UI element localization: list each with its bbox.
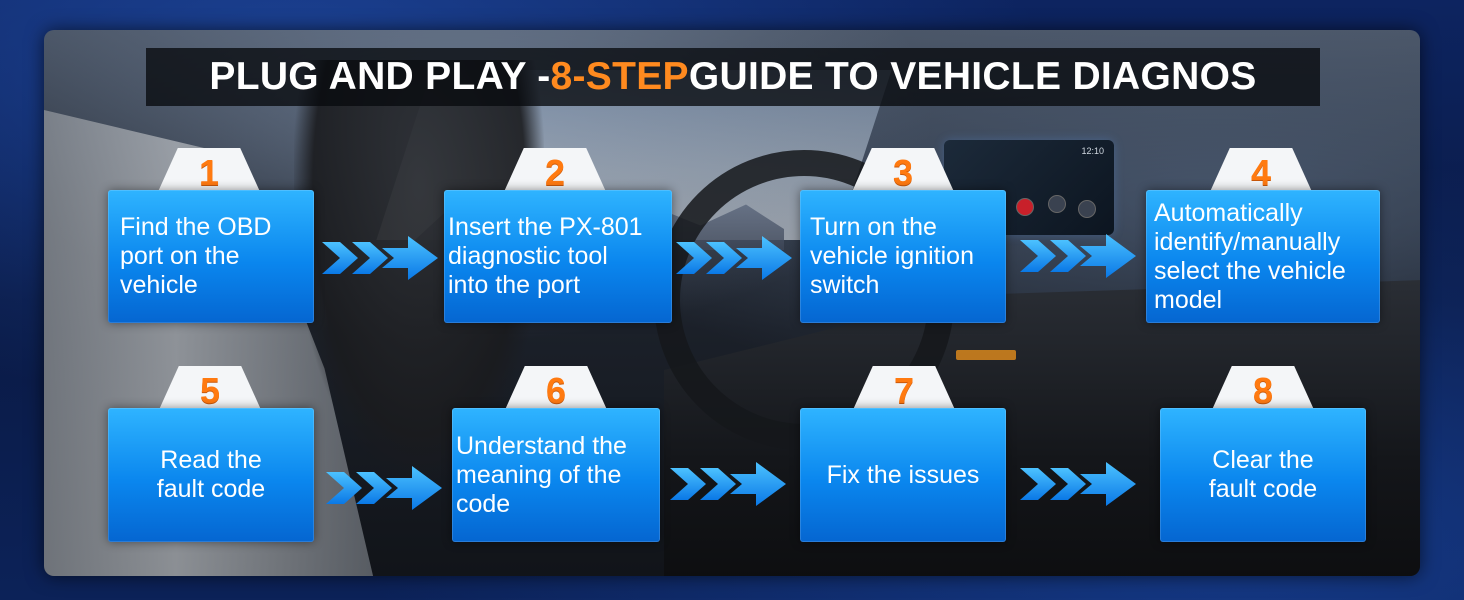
step-4-line: Automatically [1154, 198, 1303, 227]
step-3-line: vehicle ignition [810, 242, 974, 270]
screen-time: 12:10 [1081, 146, 1104, 156]
step-1-number: 1 [198, 152, 220, 193]
step-7-line: Fix the issues [826, 460, 980, 489]
step-3-box: Turn on the vehicle ignition switch [800, 190, 1006, 323]
step-8-number: 8 [1252, 370, 1274, 411]
step-2-line: into the port [448, 271, 581, 299]
step-1-line: vehicle [120, 271, 198, 299]
step-8-tab: 8 [1211, 366, 1315, 412]
double-chevron-arrow-icon [670, 460, 786, 508]
double-chevron-arrow-icon [322, 234, 438, 282]
screen-button-icon [1048, 195, 1066, 213]
step-8-box: Clear the fault code [1160, 408, 1366, 542]
step-6-number: 6 [545, 370, 567, 411]
step-5-line: Read the [160, 446, 262, 474]
dashboard-amber-display [956, 350, 1016, 360]
step-7-box: Fix the issues [800, 408, 1006, 542]
step-1-line: Find the OBD [120, 213, 272, 241]
step-2-number: 2 [544, 152, 566, 193]
title-highlight: 8-STEP [550, 55, 689, 98]
step-4-line: select the vehicle [1154, 256, 1346, 285]
step-5-box: Read the fault code [108, 408, 314, 542]
screen-button-icon [1078, 200, 1096, 218]
step-4-box: Automatically identify/manually select t… [1146, 190, 1380, 323]
double-chevron-arrow-icon [326, 464, 442, 512]
double-chevron-arrow-icon [676, 234, 792, 282]
double-chevron-arrow-icon [1020, 460, 1136, 508]
step-2-line: diagnostic tool [448, 242, 608, 270]
screen-record-icon [1016, 198, 1034, 216]
step-2-line: Insert the PX-801 [448, 213, 643, 241]
step-4-number: 4 [1250, 152, 1272, 193]
step-6-line: code [456, 489, 511, 518]
title-part-3: GUIDE TO VEHICLE DIAGNOS [688, 55, 1257, 98]
double-chevron-arrow-icon [1020, 232, 1136, 280]
page-title: PLUG AND PLAY - 8-STEP GUIDE TO VEHICLE … [146, 48, 1320, 106]
step-3-number: 3 [892, 152, 914, 193]
step-2-box: Insert the PX-801 diagnostic tool into t… [444, 190, 672, 323]
step-4-line: identify/manually [1154, 227, 1341, 256]
step-8-line: fault code [1208, 475, 1318, 503]
step-1-box: Find the OBD port on the vehicle [108, 190, 314, 323]
step-8-line: Clear the [1212, 446, 1314, 474]
step-5-number: 5 [199, 370, 221, 411]
title-part-1: PLUG AND PLAY - [209, 55, 551, 98]
step-6-line: meaning of the [456, 460, 622, 489]
step-3-line: switch [810, 271, 880, 299]
step-4-tab: 4 [1209, 148, 1313, 194]
step-5-line: fault code [156, 475, 266, 503]
step-1-line: port on the [120, 242, 240, 270]
step-6-line: Understand the [456, 431, 627, 460]
step-4-line: model [1154, 285, 1223, 314]
step-3-line: Turn on the [810, 213, 937, 241]
step-7-number: 7 [893, 370, 915, 411]
step-6-box: Understand the meaning of the code [452, 408, 660, 542]
